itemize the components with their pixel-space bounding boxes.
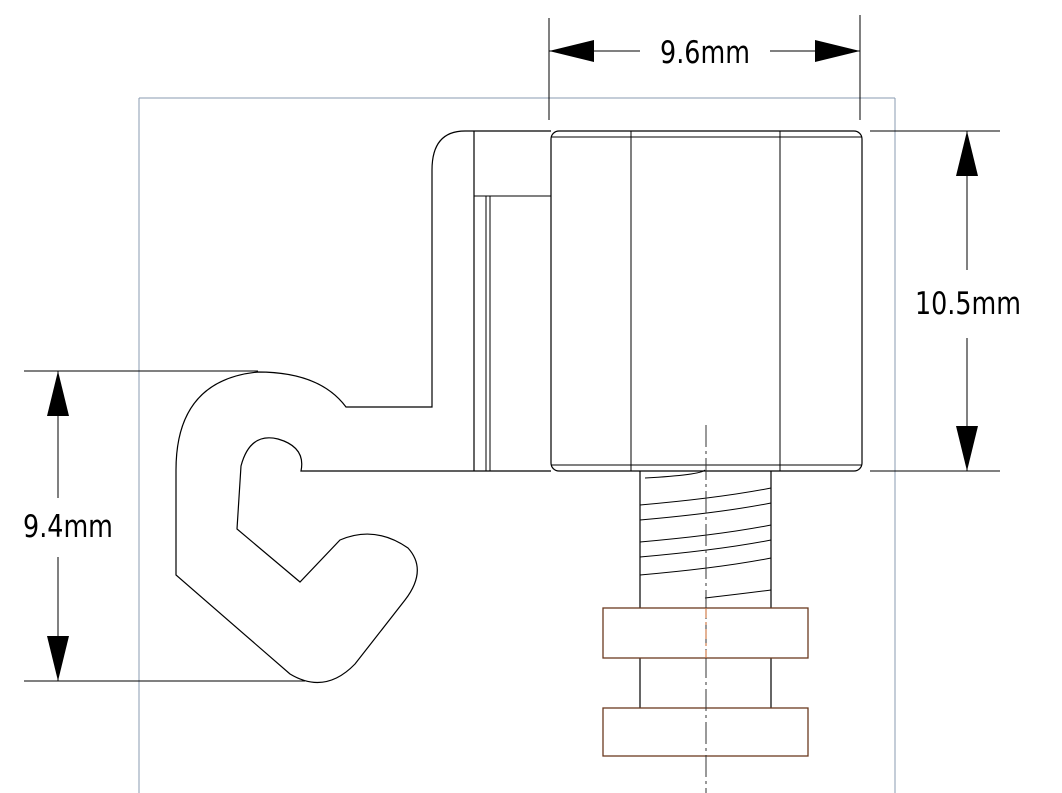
dimension-height-right: 10.5mm xyxy=(870,130,1021,472)
dimension-label-height-right: 10.5mm xyxy=(915,286,1021,322)
dimension-label-width: 9.6mm xyxy=(660,35,750,71)
dimension-label-height-left: 9.4mm xyxy=(23,509,113,545)
hook-body xyxy=(175,130,551,683)
knob-body xyxy=(550,130,863,472)
threaded-shaft xyxy=(639,469,772,708)
view-frame xyxy=(138,97,896,793)
dimension-height-left: 9.4mm xyxy=(23,370,305,682)
dimension-width-top: 9.6mm xyxy=(548,15,861,120)
